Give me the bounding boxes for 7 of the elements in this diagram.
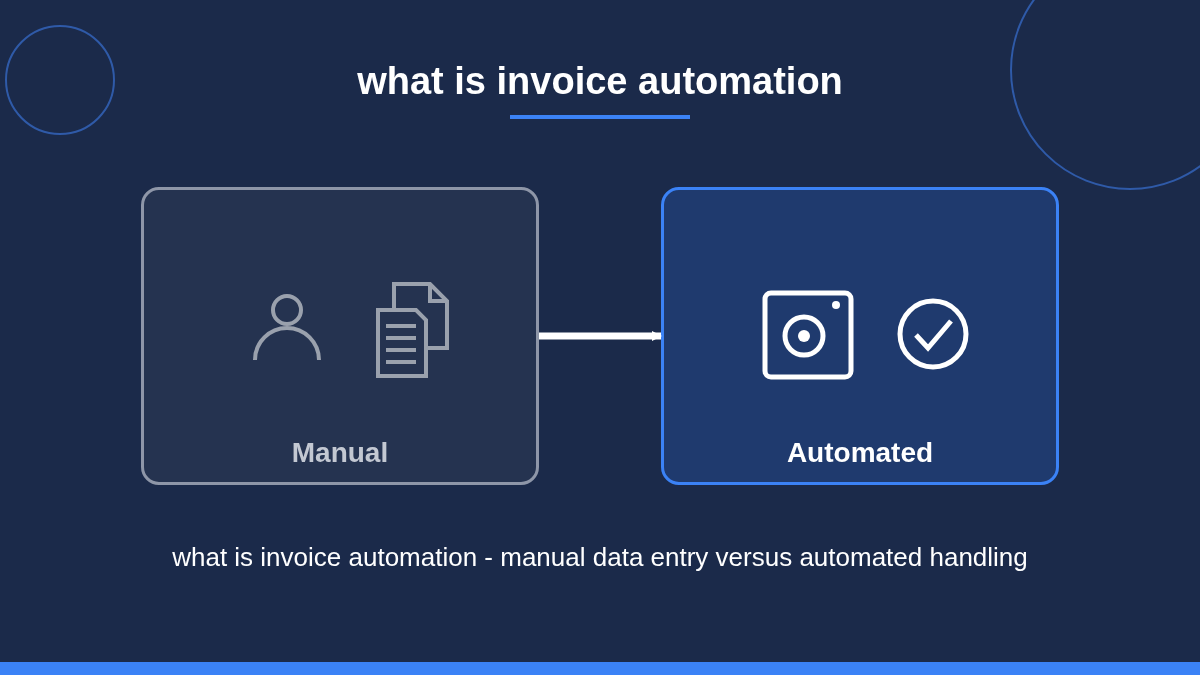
- caption-text: what is invoice automation - manual data entry versus automated handling: [171, 541, 1029, 574]
- arrow: [539, 331, 662, 341]
- process-box: [661, 187, 1059, 485]
- title-text: what is invoice automation: [357, 60, 843, 102]
- node-label: Automated: [785, 436, 935, 470]
- node-label: Manual: [290, 436, 390, 470]
- process-box: [141, 187, 539, 485]
